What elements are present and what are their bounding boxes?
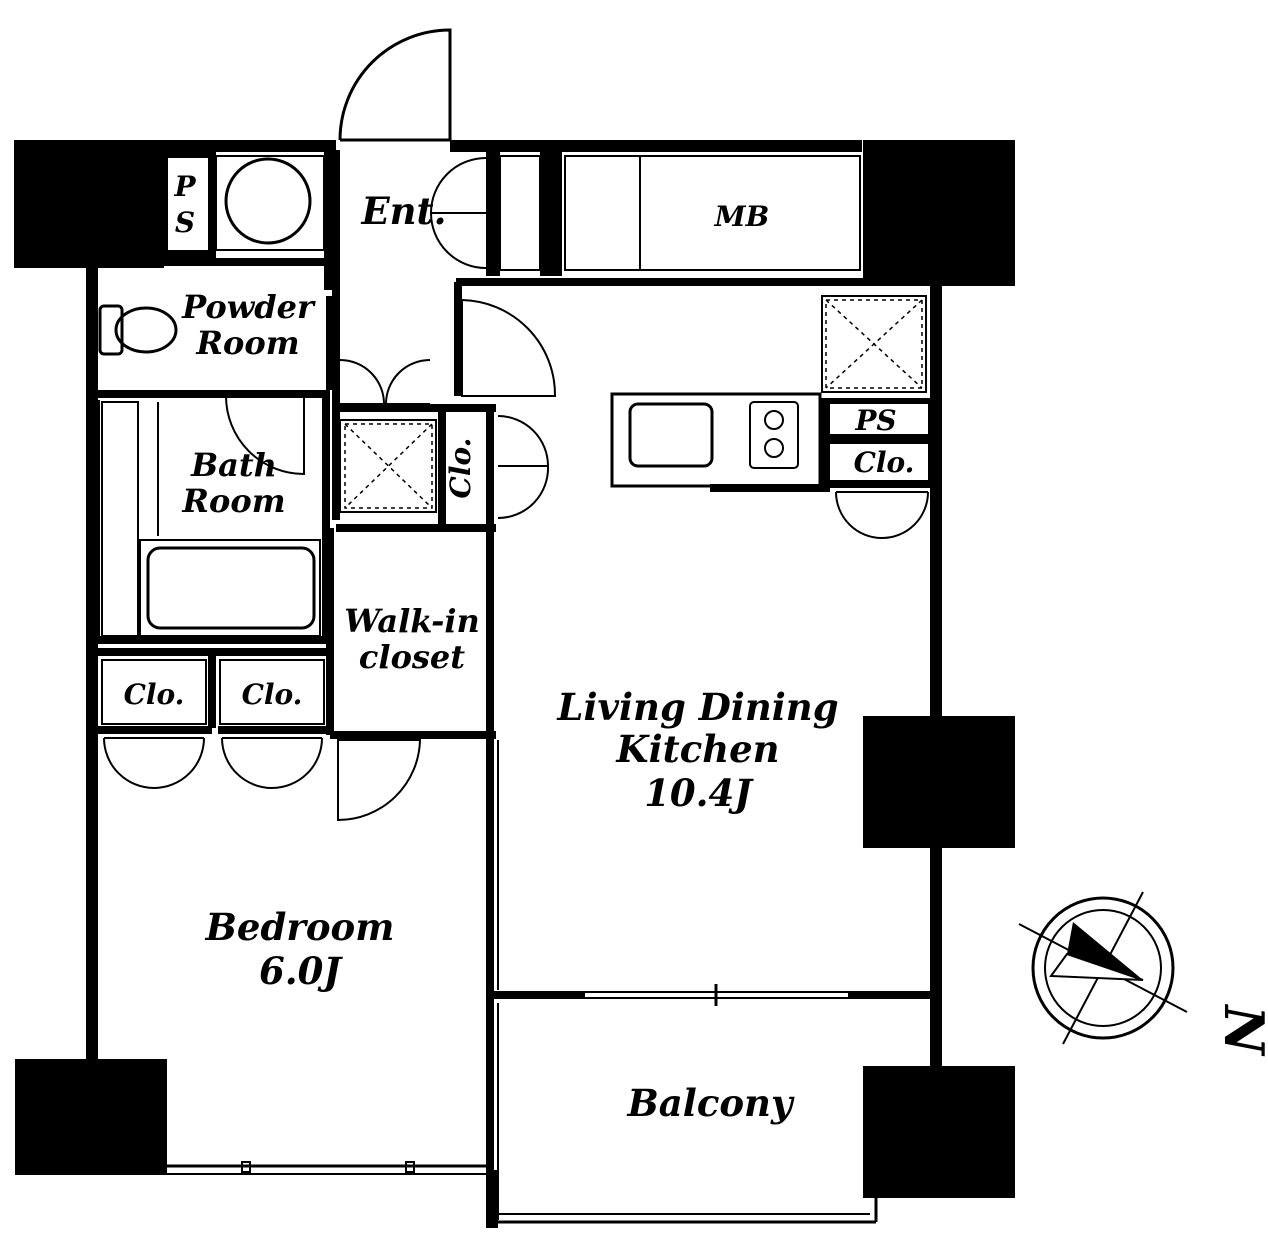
bath-room-label-2: Room [181, 482, 285, 520]
walk-in-closet-label-2: closet [359, 638, 465, 676]
ps-kitchen-label: PS [854, 404, 896, 437]
interior-walls [92, 145, 936, 1224]
toilet [98, 304, 178, 356]
column-bottom-left [15, 1059, 167, 1175]
column-top-right [863, 140, 1015, 286]
compass-needle-icon [1067, 922, 1143, 980]
compass [1018, 891, 1188, 1045]
kitchen-fixtures [610, 295, 936, 492]
column-bottom-right [863, 1066, 1015, 1198]
bedroom-label: Bedroom [205, 905, 395, 949]
closet-kitchen-label: Clo. [854, 446, 915, 479]
doors [103, 28, 929, 822]
room-labels: P S Ent. MB Powder Room Bath Room Clo. P… [124, 170, 915, 1125]
ldk-area-label: 10.4J [644, 771, 754, 815]
powder-room-label-2: Room [195, 324, 299, 362]
bath-room-label-1: Bath [190, 446, 277, 484]
powder-room-label-1: Powder [181, 288, 316, 326]
entrance-label: Ent. [360, 189, 446, 233]
compass-north-label: N [1212, 1003, 1268, 1057]
columns [14, 140, 1015, 1198]
closet-small-label: Clo. [444, 438, 477, 499]
ps-top-label-1: P [173, 170, 196, 203]
balcony-label: Balcony [627, 1081, 795, 1125]
ldk-label-1: Living Dining [556, 685, 838, 729]
mb-label: MB [714, 200, 770, 233]
bedroom-area-label: 6.0J [259, 949, 343, 993]
column-top-left [14, 140, 164, 268]
closet-right-label: Clo. [242, 678, 303, 711]
ldk-label-2: Kitchen [615, 727, 779, 771]
column-mid-right [863, 716, 1015, 848]
walk-in-closet-label-1: Walk-in [344, 602, 480, 640]
ps-top-label-2: S [175, 206, 195, 239]
closet-left-label: Clo. [124, 678, 185, 711]
